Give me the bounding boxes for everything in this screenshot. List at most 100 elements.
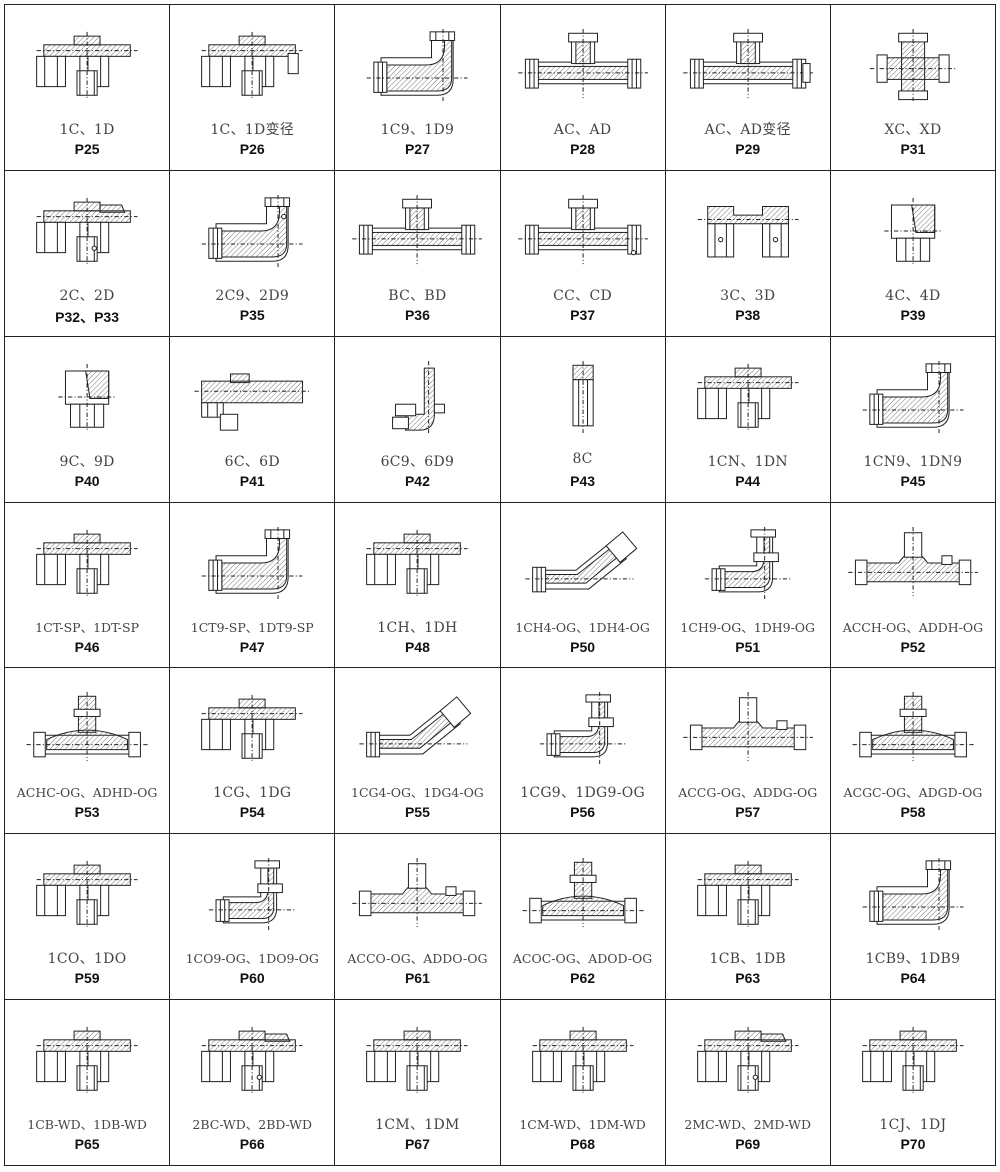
fitting-code-label: ACCG-OG、ADDG-OG bbox=[678, 785, 818, 801]
tee-icon bbox=[511, 15, 655, 115]
page-reference: P42 bbox=[404, 472, 430, 489]
page-reference: P32、P33 bbox=[55, 308, 119, 325]
union-icon bbox=[15, 844, 159, 944]
page-reference: P61 bbox=[404, 970, 430, 987]
page-reference: P40 bbox=[74, 472, 100, 489]
page-reference: P63 bbox=[735, 970, 761, 987]
fitting-code-label: 1CG4-OG、1DG4-OG bbox=[351, 785, 484, 801]
fitting-code-label: 2C、2D bbox=[59, 287, 115, 304]
tee-icon bbox=[345, 181, 489, 281]
union-icon bbox=[15, 1010, 159, 1110]
union-icon bbox=[676, 844, 820, 944]
elbow-icon bbox=[345, 15, 489, 115]
fitting-cell: 6C、6D P41 bbox=[170, 336, 336, 503]
elbow-45-icon bbox=[511, 513, 655, 613]
fitting-code-label: ACCO-OG、ADDO-OG bbox=[347, 951, 488, 967]
page-reference: P27 bbox=[404, 141, 430, 157]
fitting-code-label: 1CH4-OG、1DH4-OG bbox=[515, 619, 650, 635]
fitting-code-label: 1C9、1D9 bbox=[380, 122, 455, 138]
fitting-code-label: 8C bbox=[572, 450, 593, 467]
swivel-union-icon bbox=[15, 181, 159, 281]
fitting-code-label: ACOC-OG、ADOD-OG bbox=[512, 951, 653, 967]
page-reference: P46 bbox=[74, 638, 100, 655]
page-reference: P44 bbox=[735, 472, 761, 489]
swivel-union-icon bbox=[676, 1010, 820, 1110]
fitting-code-label: 1CM-WD、1DM-WD bbox=[519, 1117, 646, 1133]
page-reference: P47 bbox=[239, 638, 265, 655]
page-reference: P26 bbox=[239, 141, 265, 157]
fitting-code-label: BC、BD bbox=[388, 287, 447, 304]
fitting-code-label: ACCH-OG、ADDH-OG bbox=[842, 619, 984, 635]
elbow-45-icon bbox=[345, 678, 489, 778]
page-reference: P35 bbox=[239, 306, 265, 323]
page-reference: P65 bbox=[74, 1136, 100, 1153]
union-icon bbox=[15, 15, 159, 115]
page-reference: P25 bbox=[74, 141, 100, 157]
page-reference: P36 bbox=[404, 306, 430, 323]
fitting-cell: BC、BD P36 bbox=[335, 170, 501, 337]
fitting-code-label: 1CM、1DM bbox=[375, 1117, 460, 1134]
page-reference: P66 bbox=[239, 1136, 265, 1153]
run-tee-icon bbox=[841, 513, 985, 613]
page-reference: P62 bbox=[570, 970, 596, 987]
fitting-code-label: 1CN9、1DN9 bbox=[863, 453, 963, 470]
fitting-code-label: 1CB9、1DB9 bbox=[865, 951, 961, 968]
run-tee-icon bbox=[345, 844, 489, 944]
fitting-code-label: 2MC-WD、2MD-WD bbox=[684, 1117, 812, 1133]
page-reference: P70 bbox=[900, 1136, 926, 1153]
page-reference: P43 bbox=[570, 472, 596, 489]
elbow-icon bbox=[180, 513, 324, 613]
fitting-code-label: 9C、9D bbox=[59, 453, 115, 470]
adjustable-elbow-icon bbox=[511, 678, 655, 778]
fitting-cell: ACOC-OG、ADOD-OG P62 bbox=[500, 834, 666, 1001]
union-icon bbox=[345, 1010, 489, 1110]
fitting-cell: 1C、1D P25 bbox=[5, 5, 171, 171]
fitting-code-label: CC、CD bbox=[553, 287, 613, 304]
elbow-icon bbox=[841, 844, 985, 944]
fitting-cell: 2BC-WD、2BD-WD P66 bbox=[170, 1000, 336, 1166]
fitting-code-label: AC、AD bbox=[553, 122, 612, 138]
fitting-code-label: 6C、6D bbox=[224, 453, 280, 470]
swivel-union-icon bbox=[180, 1010, 324, 1110]
adjustable-elbow-icon bbox=[676, 513, 820, 613]
page-reference: P29 bbox=[735, 141, 761, 157]
double-swivel-union-icon bbox=[676, 181, 820, 281]
fitting-code-label: 1CH、1DH bbox=[377, 619, 458, 636]
reducing-union-icon bbox=[180, 15, 324, 115]
fitting-code-label: 1CO、1DO bbox=[47, 951, 127, 968]
page-reference: P52 bbox=[900, 638, 926, 655]
page-reference: P41 bbox=[239, 472, 265, 489]
page-reference: P48 bbox=[404, 638, 430, 655]
fitting-cell: ACCO-OG、ADDO-OG P61 bbox=[335, 834, 501, 1001]
plug-icon bbox=[511, 347, 655, 447]
page-reference: P60 bbox=[239, 970, 265, 987]
fitting-code-label: 2BC-WD、2BD-WD bbox=[192, 1117, 313, 1133]
swivel-nut-icon bbox=[15, 347, 159, 447]
page-reference: P39 bbox=[900, 306, 926, 323]
branch-tee-icon bbox=[511, 844, 655, 944]
page-reference: P50 bbox=[570, 638, 596, 655]
swivel-nut-icon bbox=[841, 181, 985, 281]
fitting-code-label: 1C、1D变径 bbox=[210, 122, 295, 138]
fitting-code-label: 1C、1D bbox=[59, 122, 115, 138]
